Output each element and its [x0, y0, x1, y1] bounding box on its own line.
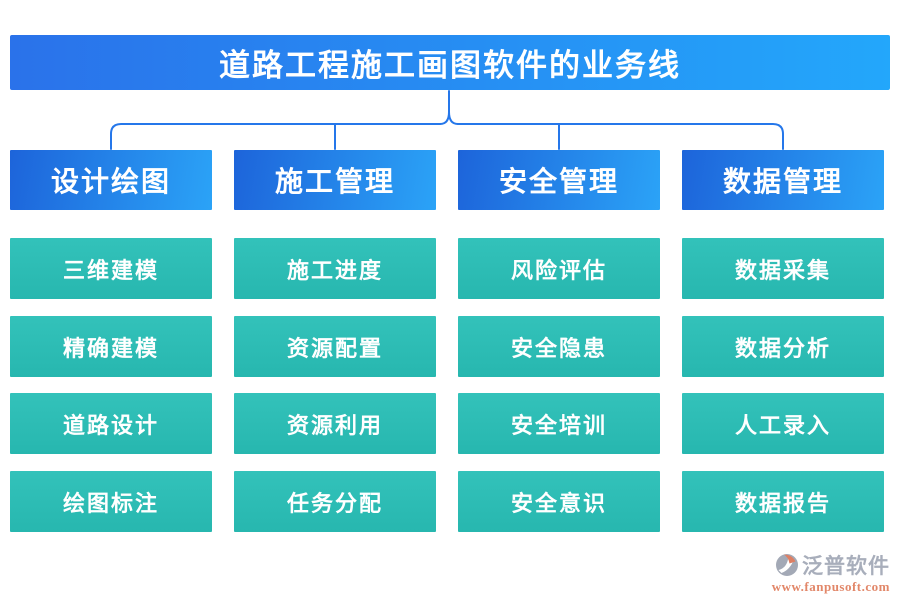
item-box: 数据分析 [682, 316, 884, 377]
item-row-3: 道路设计 资源利用 安全培训 人工录入 [10, 393, 884, 454]
item-box: 安全培训 [458, 393, 660, 454]
item-box: 安全意识 [458, 471, 660, 532]
brand-watermark: 泛普软件 www.fanpusoft.com [772, 550, 890, 594]
connector-lines [110, 90, 784, 150]
item-row-2: 精确建模 资源配置 安全隐患 数据分析 [10, 316, 884, 377]
item-box: 施工进度 [234, 238, 436, 299]
item-box: 道路设计 [10, 393, 212, 454]
item-box: 安全隐患 [458, 316, 660, 377]
item-row-4: 绘图标注 任务分配 安全意识 数据报告 [10, 471, 884, 532]
item-box: 人工录入 [682, 393, 884, 454]
diagram-title: 道路工程施工画图软件的业务线 [10, 35, 890, 90]
item-box: 数据采集 [682, 238, 884, 299]
connector-stem-flare [448, 111, 459, 125]
brand-url: www.fanpusoft.com [771, 579, 890, 594]
fanpu-logo-icon [776, 554, 798, 576]
column-header-safety-management: 安全管理 [458, 150, 660, 210]
brand-name: 泛普软件 [802, 554, 890, 578]
connector-right-branch [457, 123, 784, 150]
item-row-1: 三维建模 施工进度 风险评估 数据采集 [10, 238, 884, 299]
column-header-data-management: 数据管理 [682, 150, 884, 210]
item-box: 精确建模 [10, 316, 212, 377]
item-box: 资源利用 [234, 393, 436, 454]
connector-left-branch [110, 123, 441, 150]
column-header-construction-management: 施工管理 [234, 150, 436, 210]
item-box: 资源配置 [234, 316, 436, 377]
item-box: 数据报告 [682, 471, 884, 532]
item-box: 绘图标注 [10, 471, 212, 532]
column-header-design-drawing: 设计绘图 [10, 150, 212, 210]
brand-line: 泛普软件 [772, 550, 890, 580]
item-box: 任务分配 [234, 471, 436, 532]
connector-stem [439, 90, 450, 125]
item-box: 三维建模 [10, 238, 212, 299]
header-row: 设计绘图 施工管理 安全管理 数据管理 [10, 150, 884, 210]
item-box: 风险评估 [458, 238, 660, 299]
